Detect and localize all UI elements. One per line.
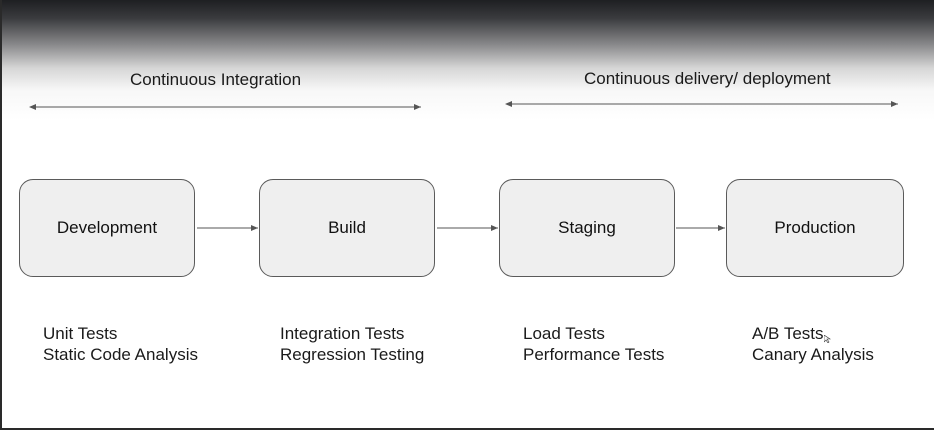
build-tests: Integration Tests Regression Testing — [280, 323, 424, 365]
ci-phase-label: Continuous Integration — [130, 70, 302, 89]
cd-phase-label: Continuous delivery/ deployment — [584, 69, 831, 88]
window-edge-bottom — [0, 428, 934, 430]
stage-staging: Staging — [499, 179, 675, 277]
stage-production: Production — [726, 179, 904, 277]
stage-development: Development — [19, 179, 195, 277]
stage-development-label: Development — [56, 218, 158, 237]
test-item: Regression Testing — [280, 345, 425, 364]
stage-build-label: Build — [328, 218, 366, 237]
test-item: Integration Tests — [280, 324, 405, 343]
mouse-cursor-icon — [824, 335, 831, 343]
stage-build: Build — [259, 179, 435, 277]
test-item: Load Tests — [523, 324, 605, 343]
stage-production-label: Production — [774, 218, 856, 237]
test-item: Unit Tests — [43, 324, 118, 343]
test-item: Canary Analysis — [752, 345, 874, 364]
stage-staging-label: Staging — [558, 218, 616, 237]
test-item: Static Code Analysis — [43, 345, 198, 364]
test-item: A/B Tests — [752, 324, 824, 343]
window-edge-left — [0, 0, 2, 430]
test-item: Performance Tests — [523, 345, 665, 364]
staging-tests: Load Tests Performance Tests — [523, 323, 664, 365]
production-tests: A/B Tests Canary Analysis — [752, 323, 874, 365]
development-tests: Unit Tests Static Code Analysis — [43, 323, 198, 365]
